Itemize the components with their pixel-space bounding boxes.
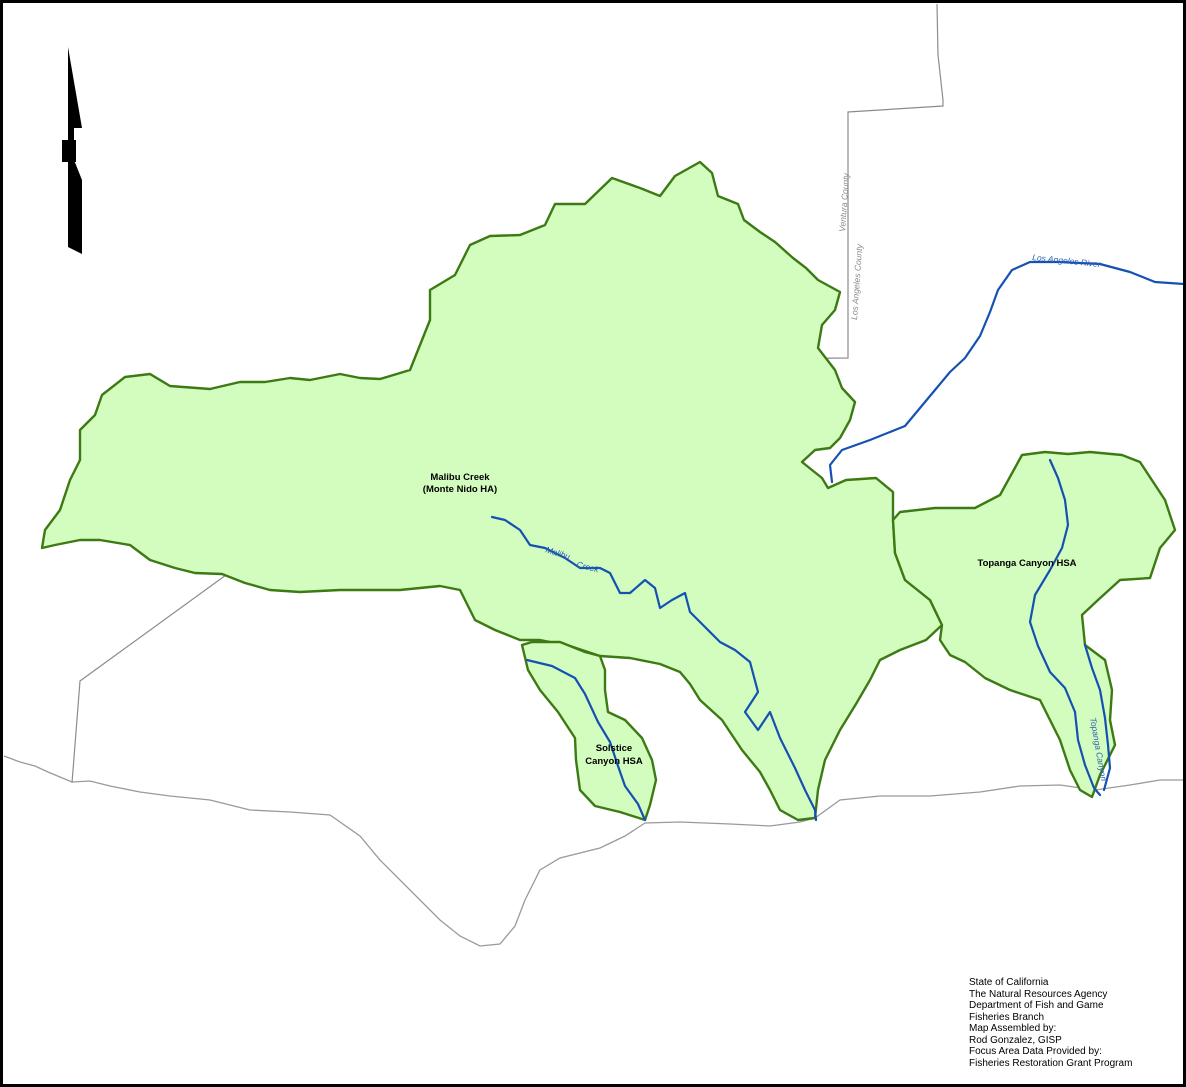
los-angeles-river xyxy=(828,260,1186,484)
solstice-canyon-label-line2: Canyon HSA xyxy=(585,756,643,767)
los-angeles-river-label: Los Angeles River xyxy=(1032,252,1102,269)
county-boundaries xyxy=(71,3,944,784)
watersheds xyxy=(40,160,1177,822)
solstice-canyon-label-line1: Solstice xyxy=(596,743,632,754)
ventura-county-label: Ventura County xyxy=(837,172,851,232)
credit-line: State of California xyxy=(969,977,1049,988)
topanga-canyon-creek xyxy=(1028,458,1102,797)
malibu-creek-label-line1: Malibu Creek xyxy=(430,472,490,483)
credit-line: Rod Gonzalez, GISP xyxy=(969,1034,1062,1046)
solstice-canyon-creek xyxy=(525,658,647,822)
north-arrow-icon xyxy=(62,47,82,254)
credit-line: Focus Area Data Provided by: xyxy=(969,1046,1102,1057)
map-credits: State of California The Natural Resource… xyxy=(969,977,1184,1069)
credit-line: Fisheries Branch xyxy=(969,1011,1045,1023)
malibu-creek-watershed xyxy=(40,160,944,822)
los-angeles-county-label: Los Angeles County xyxy=(849,243,864,320)
credit-line: The Natural Resources Agency xyxy=(969,988,1108,1000)
solstice-canyon-watershed xyxy=(520,640,658,822)
topanga-canyon-creek-fork xyxy=(1083,643,1112,792)
topanga-canyon-label: Topanga Canyon HSA xyxy=(977,558,1076,569)
county-boundary-line xyxy=(71,3,944,784)
credit-line: Fisheries Restoration Grant Program xyxy=(969,1057,1133,1069)
credit-line: Department of Fish and Game xyxy=(969,1000,1104,1011)
credit-line: Map Assembled by: xyxy=(969,1023,1057,1034)
coastline xyxy=(3,755,1184,947)
rivers xyxy=(490,260,1186,822)
malibu-creek-label-line2: (Monte Nido HA) xyxy=(423,484,497,495)
malibu-creek-river xyxy=(490,515,818,822)
